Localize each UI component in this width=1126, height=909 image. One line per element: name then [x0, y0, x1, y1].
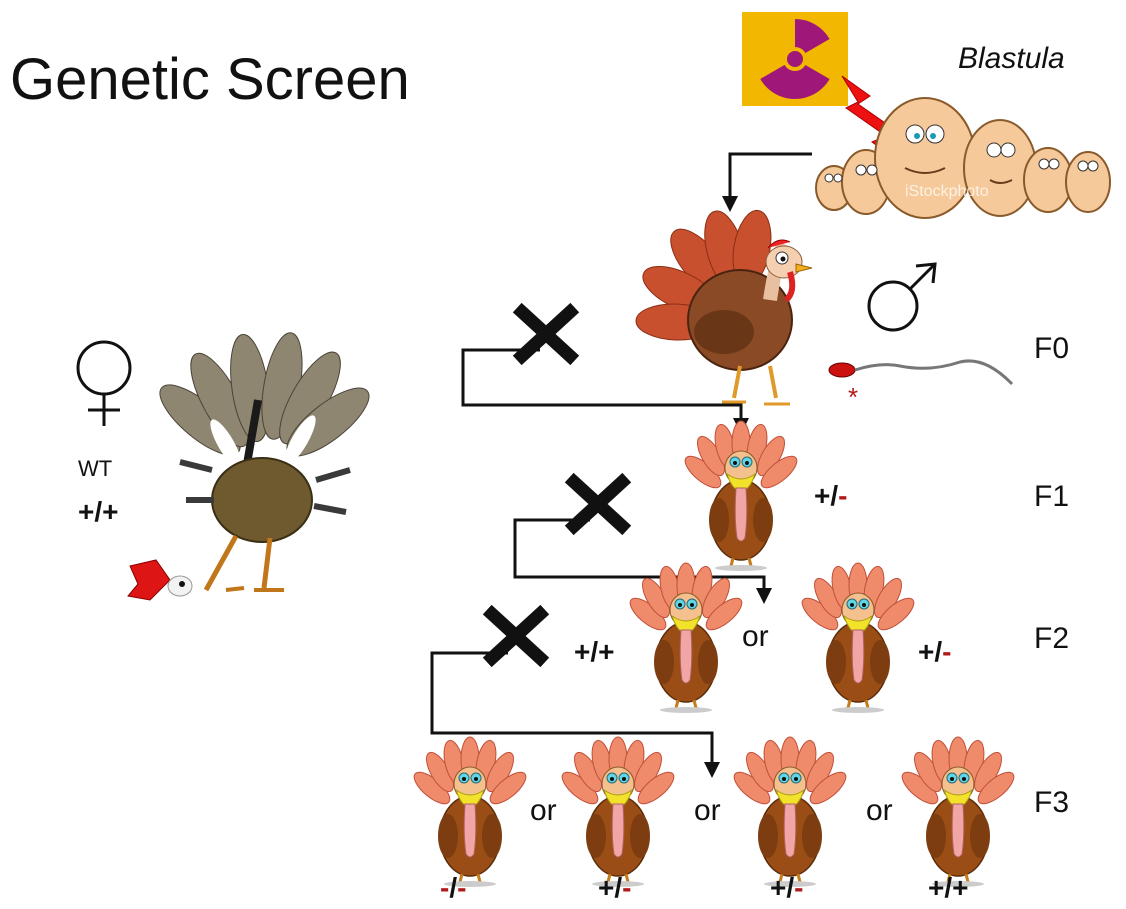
arrowhead: [704, 762, 720, 778]
female-wt-label: WT: [78, 456, 113, 481]
cross-mark-icon: [482, 604, 550, 668]
radiation-symbol-icon: [742, 12, 848, 106]
f1-turkey-image: [678, 419, 804, 573]
f2-genotype-left: +/+: [574, 636, 615, 667]
f3-turkey-image: [727, 735, 853, 889]
f0-male-turkey-image: [635, 209, 813, 406]
f3-genotype: +/+: [928, 872, 969, 903]
f2-turkey-image: [795, 561, 921, 715]
cross-mark-icon: [564, 472, 632, 536]
f3-turkey-image: [895, 735, 1021, 889]
generation-label-f2: F2: [1034, 622, 1070, 655]
f3-genotype: -/-: [440, 872, 467, 903]
f3-turkey-image: [555, 735, 681, 889]
generation-label-f3: F3: [1034, 786, 1070, 819]
or-label: or: [866, 794, 893, 827]
mutation-mark: *: [848, 382, 858, 412]
or-label: or: [530, 794, 557, 827]
generation-label-f0: F0: [1034, 332, 1070, 365]
f1-genotype: +/-: [814, 480, 848, 511]
blastula-label: Blastula: [958, 42, 1065, 75]
f2-genotype-right: +/-: [918, 636, 952, 667]
arrowhead: [722, 196, 738, 212]
generation-label-f1: F1: [1034, 480, 1070, 513]
arrowhead: [756, 588, 772, 604]
page-title: Genetic Screen: [10, 47, 410, 112]
female-symbol-icon: [76, 340, 132, 426]
watermark-text: iStockphoto: [905, 183, 989, 200]
cross-mark-icon: [512, 302, 580, 366]
blastula-eggs-image: [815, 97, 1111, 219]
wt-female-turkey-image: [127, 332, 370, 601]
cross-line-f1: [513, 518, 766, 590]
f3-turkey-image: [407, 735, 533, 889]
cross-line-f2: [430, 651, 714, 764]
or-label: or: [694, 794, 721, 827]
f2-turkey-image: [623, 561, 749, 715]
sperm-image: [828, 359, 1014, 386]
male-symbol-icon: [867, 262, 937, 332]
f3-genotype: +/-: [598, 872, 632, 903]
female-genotype: +/+: [78, 496, 119, 527]
cross-line-f0: [461, 348, 743, 420]
f3-genotype: +/-: [770, 872, 804, 903]
arrow-eggs-to-f0: [728, 152, 812, 200]
or-label: or: [742, 620, 769, 653]
